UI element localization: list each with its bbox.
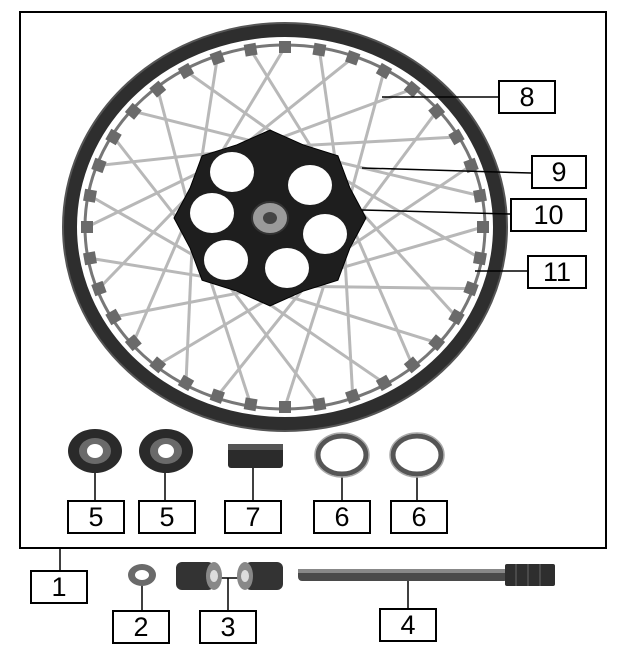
spoke <box>89 194 213 268</box>
spoke <box>113 287 259 319</box>
spoke-nipple <box>243 42 258 57</box>
callout-4: 4 <box>379 608 437 642</box>
spoke-nipple <box>345 50 361 66</box>
assembly-frame <box>19 11 607 549</box>
spoke-nipple <box>473 251 487 266</box>
spoke-nipple <box>149 80 167 98</box>
callout-6-right: 6 <box>390 500 448 534</box>
spoke <box>267 288 438 345</box>
callout-11: 11 <box>527 255 587 289</box>
spoke-nipple <box>177 374 195 392</box>
spoke-nipple <box>279 41 291 53</box>
spoke <box>283 262 333 408</box>
spoke-nipples <box>81 41 489 413</box>
spoke-nipple <box>312 42 327 57</box>
spoke <box>345 70 386 208</box>
callout-3: 3 <box>199 610 257 644</box>
spoke-nipple <box>124 334 142 352</box>
spoke-nipple <box>279 401 291 413</box>
callout-5-right: 5 <box>138 500 196 534</box>
callout-5-left: 5 <box>67 500 125 534</box>
part-4-axle <box>298 564 555 586</box>
spoke-nipple <box>83 251 97 266</box>
spoke-nipple <box>209 388 225 404</box>
spoke <box>216 278 313 398</box>
spoke-nipple <box>428 102 446 120</box>
spoke <box>342 240 355 397</box>
spoke <box>294 284 472 291</box>
callout-7: 7 <box>224 500 282 534</box>
spoke <box>346 215 414 366</box>
spoke <box>281 135 457 149</box>
spoke-nipple <box>209 50 225 66</box>
hub-center-bore <box>263 212 277 224</box>
part-5-seal-right <box>139 429 193 473</box>
spoke-nipple <box>473 188 487 203</box>
spoke-nipple <box>91 157 107 174</box>
rim-outer-edge <box>62 22 508 432</box>
spoke-nipple <box>375 62 393 80</box>
spoke-nipple <box>345 388 361 404</box>
spoke-nipple <box>448 128 465 146</box>
part-6-washer-left <box>314 432 370 478</box>
hub-holes <box>190 152 347 288</box>
spoke-nipple <box>91 280 107 297</box>
spoke-nipple <box>375 374 393 392</box>
spoke-nipple <box>105 308 122 326</box>
spoke-nipple <box>83 188 97 203</box>
callout-9: 9 <box>531 155 587 189</box>
part-5-seal-left <box>68 429 122 473</box>
callout-8: 8 <box>498 80 556 114</box>
rim <box>63 23 507 431</box>
spoke-nipple <box>81 221 93 233</box>
spokes <box>86 46 484 408</box>
spoke-nipple <box>124 102 142 120</box>
spoke-nipple <box>403 356 421 374</box>
callout-6-left: 6 <box>313 500 371 534</box>
spoke-nipple <box>463 280 479 297</box>
spoke-nipple <box>463 157 479 174</box>
spoke-nipple <box>477 221 489 233</box>
spoke-nipple <box>149 356 167 374</box>
part-7-spacer <box>228 444 283 468</box>
leader-lines <box>59 96 532 610</box>
part-3-bearing-right <box>237 562 283 590</box>
spoke-nipple <box>428 334 446 352</box>
spoke-nipple <box>403 80 421 98</box>
spoke-nipple <box>448 308 465 326</box>
callout-10: 10 <box>510 198 587 232</box>
part-2-washer <box>128 564 156 586</box>
callout-2: 2 <box>112 610 170 644</box>
part-6-washer-right <box>389 432 445 478</box>
callout-1: 1 <box>30 570 88 604</box>
spoke-nipple <box>177 62 195 80</box>
spoke-nipple <box>243 397 258 412</box>
wheel-assembly <box>62 22 508 432</box>
spoke-nipple <box>105 128 122 146</box>
spoke-nipple <box>312 397 327 412</box>
part-3-bearing-left <box>176 562 222 590</box>
